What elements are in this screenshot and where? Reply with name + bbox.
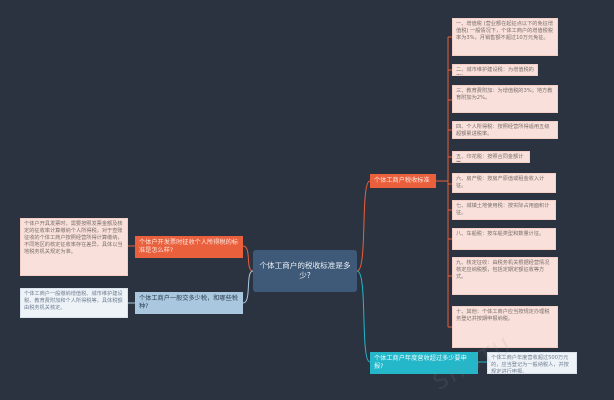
- standard-leaf-2[interactable]: 二、城市维护建设税：为增值税的7%。: [452, 64, 538, 76]
- central-topic[interactable]: 个体工商户的税收标准是多少?: [253, 250, 357, 292]
- standard-leaf-6[interactable]: 六、房产税：按房产原值或租金收入计征。: [452, 173, 556, 193]
- standard-leaf-5[interactable]: 五、印花税：按照合同金额计算。: [452, 151, 530, 163]
- standard-leaf-7[interactable]: 七、城镇土地使用税：按实际占用面积计征。: [452, 200, 556, 220]
- branch-annual-declaration[interactable]: 个体工商户年度营收超过多少要申报?: [370, 352, 478, 374]
- standard-leaf-10[interactable]: 十、其他：个体工商户应当按规定办理税务登记并按期申报纳税。: [452, 306, 558, 348]
- standard-leaf-1[interactable]: 一、增值税 (营业额在起征点以下的免征增值税) 一般情况下，个体工商户的增值税税…: [452, 18, 558, 56]
- standard-leaf-8[interactable]: 八、车船税：按车船类型和数量计征。: [452, 228, 556, 250]
- branch-invoice-tax[interactable]: 个体户开发票时征收个人所得税的标准是怎么样?: [135, 236, 243, 258]
- branch-tax-types[interactable]: 个体工商户一般交多少税，和哪些税种?: [135, 292, 243, 314]
- tax-types-leaf[interactable]: 个体工商户一般缴纳增值税、城市维护建设税、教育费附加和个人所得税等，具体税额由税…: [20, 288, 128, 318]
- standard-leaf-3[interactable]: 三、教育费附加：为增值税的3%；地方教育附加为2%。: [452, 85, 558, 113]
- branch-tax-standard[interactable]: 个体工商户税收标准: [370, 174, 436, 188]
- annual-declaration-leaf[interactable]: 个体工商户年度营收超过500万元的，应当登记为一般纳税人，并按规定进行申报。: [487, 352, 577, 374]
- standard-leaf-4[interactable]: 四、个人所得税：按照经营所得适用五级超额累进税率。: [452, 121, 558, 139]
- invoice-tax-leaf[interactable]: 个体户开具发票时，需要按照发票金额及核定的征收率计算缴纳个人所得税，对于查账征收…: [20, 218, 128, 276]
- standard-leaf-9[interactable]: 九、核定征收：由税务机关根据经营情况核定应纳税额，包括定期定额征收等方式。: [452, 257, 558, 295]
